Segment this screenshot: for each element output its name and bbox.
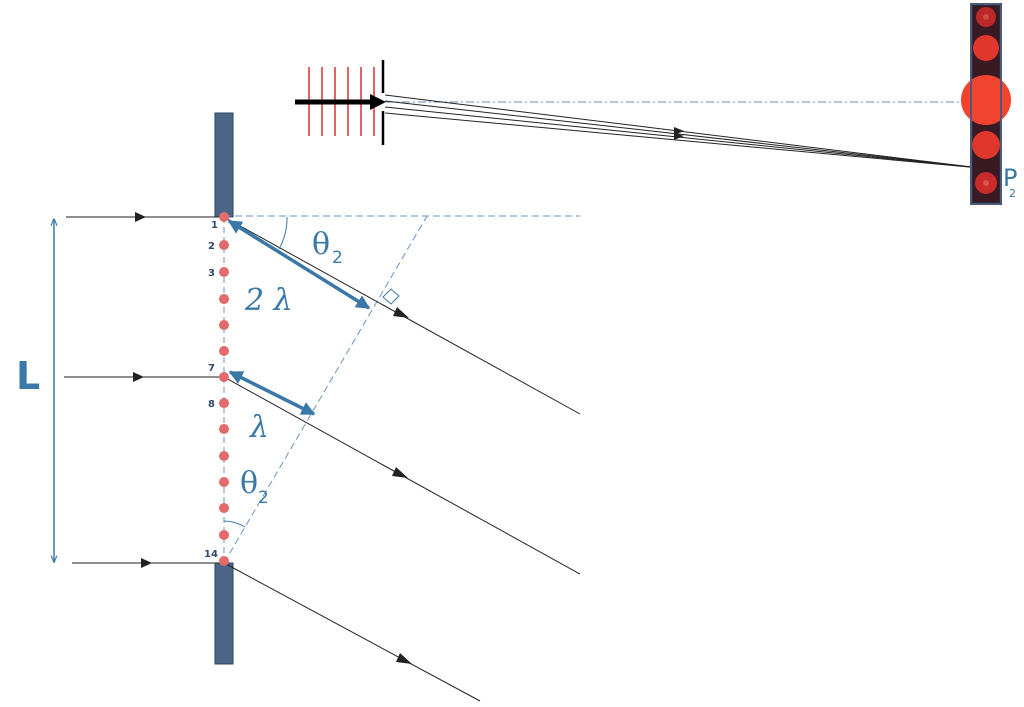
theta-arc-bottom — [223, 520, 246, 528]
theta-symbol-top: θ — [312, 227, 330, 262]
source-point — [219, 294, 229, 304]
source-point — [219, 477, 229, 487]
L-label: L — [16, 354, 40, 398]
point-p-label: P — [1003, 164, 1017, 192]
source-points — [219, 212, 229, 566]
diffracted-ray-arrowheads — [392, 307, 412, 664]
inset-ray-arrows — [674, 127, 684, 140]
screen-pattern — [961, 3, 1011, 205]
theta-label-top: θ 2 — [312, 227, 343, 268]
source-point — [219, 451, 229, 461]
right-angle-marker — [382, 288, 400, 305]
source-point — [219, 240, 229, 250]
two-lambda-label: 2 λ — [244, 283, 293, 318]
incident-rays — [64, 216, 224, 564]
source-point — [219, 556, 229, 566]
source-point — [219, 212, 229, 222]
point-label-14: 14 — [204, 549, 218, 560]
point-label-8: 8 — [208, 399, 215, 410]
point-label-3: 3 — [208, 268, 215, 279]
lambda-label: λ — [249, 410, 269, 445]
incident-beam-arrowhead — [370, 94, 386, 110]
source-point — [219, 320, 229, 330]
source-point — [219, 267, 229, 277]
slit-barrier — [214, 112, 234, 665]
incident-ray-arrowheads — [133, 212, 152, 568]
point-label-2: 2 — [208, 241, 215, 252]
wavefront-dashed-line — [223, 215, 428, 564]
barrier-bottom — [214, 562, 234, 665]
path-difference-lambda-arrow — [228, 370, 316, 416]
theta-label-bottom: θ 2 — [240, 466, 269, 508]
source-point — [219, 346, 229, 356]
L-dimension: L — [16, 219, 54, 562]
barrier-top — [214, 112, 234, 218]
source-point — [219, 398, 229, 408]
theta-subscript-bottom: 2 — [258, 488, 269, 508]
point-label-7: 7 — [208, 363, 215, 374]
source-point — [219, 503, 229, 513]
point-label-1: 1 — [211, 220, 218, 231]
source-point — [219, 530, 229, 540]
inset-setup: P 2 — [295, 3, 1017, 205]
source-point — [219, 372, 229, 382]
diffracted-ray-14 — [223, 562, 481, 702]
theta-symbol-bottom: θ — [240, 466, 258, 501]
theta-arc-top — [278, 216, 288, 250]
source-point-labels: 1 2 3 7 8 14 — [204, 220, 218, 560]
point-p-subscript: 2 — [1009, 187, 1016, 200]
path-difference-2lambda-arrow — [227, 219, 371, 310]
source-point — [219, 424, 229, 434]
theta-subscript-top: 2 — [332, 248, 343, 268]
